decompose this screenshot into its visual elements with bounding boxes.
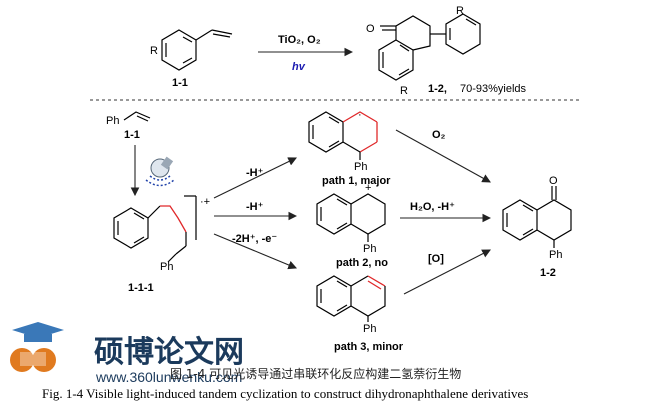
arrow-oxidation: [403, 249, 491, 295]
step-minus-h-path2: -H⁺: [246, 201, 264, 213]
final-product-label: 1-2: [540, 267, 556, 279]
path2-ph-group: Ph: [363, 243, 376, 255]
step-minus-h-path1: -H⁺: [246, 167, 264, 179]
lamp-icon: [145, 156, 175, 187]
reagent-h2o: H₂O, -H⁺: [410, 201, 455, 213]
watermark-logo-icon: [10, 322, 64, 372]
start-ph-group: Ph: [106, 115, 119, 127]
reactant-substituent-r: R: [150, 45, 158, 57]
reagent-oxidation: [O]: [428, 253, 444, 265]
start-label: 1-1: [124, 129, 140, 141]
top-reagent-light: hv: [292, 61, 306, 73]
arrow-o2: [395, 129, 491, 183]
product-yield: 70-93%yields: [460, 83, 527, 95]
path1-structure: [308, 111, 378, 160]
intermediate-structure: [113, 195, 197, 263]
watermark-site-name: 硕博论文网: [94, 335, 244, 370]
path2-label: path 2, no: [336, 257, 388, 269]
styrene-reactant: [161, 29, 233, 71]
path3-label: path 3, minor: [334, 341, 404, 353]
final-product-ph-group: Ph: [549, 249, 562, 261]
start-vinyl: [123, 111, 151, 121]
product-substituent-r-bottom: R: [400, 85, 408, 97]
product-carbonyl-o: O: [366, 23, 375, 35]
tetralone-product: [378, 13, 481, 81]
final-product-carbonyl: O: [549, 175, 558, 187]
path2-structure: [316, 193, 386, 242]
path2-charge: +: [365, 182, 371, 194]
path3-ph-group: Ph: [363, 323, 376, 335]
caption-chinese: 图 1-4 可见光诱导通过串联环化反应构建二氢萘衍生物: [170, 366, 461, 381]
intermediate-label: 1-1-1: [128, 282, 154, 294]
intermediate-ph-group: Ph: [160, 261, 173, 273]
path1-ph-group: Ph: [354, 161, 367, 173]
path3-structure: [316, 275, 386, 322]
arrow-path3: [213, 233, 298, 270]
step-minus-2h-e: -2H⁺, -e⁻: [232, 233, 277, 245]
arrow-path1: [213, 157, 297, 199]
product-substituent-r-top: R: [456, 5, 464, 17]
final-product-structure: [502, 186, 572, 248]
intermediate-charge: ·+: [200, 196, 210, 208]
watermark-url: www.360lunwenku.com: [95, 369, 242, 385]
top-reagent-conditions: TiO₂, O₂: [278, 34, 321, 46]
path1-radical: ·: [358, 109, 362, 121]
reactant-label: 1-1: [172, 77, 188, 89]
caption-english: Fig. 1-4 Visible light-induced tandem cy…: [42, 386, 528, 401]
product-label: 1-2,: [428, 83, 447, 95]
path1-label: path 1, major: [322, 175, 391, 187]
reagent-o2: O₂: [432, 129, 446, 141]
